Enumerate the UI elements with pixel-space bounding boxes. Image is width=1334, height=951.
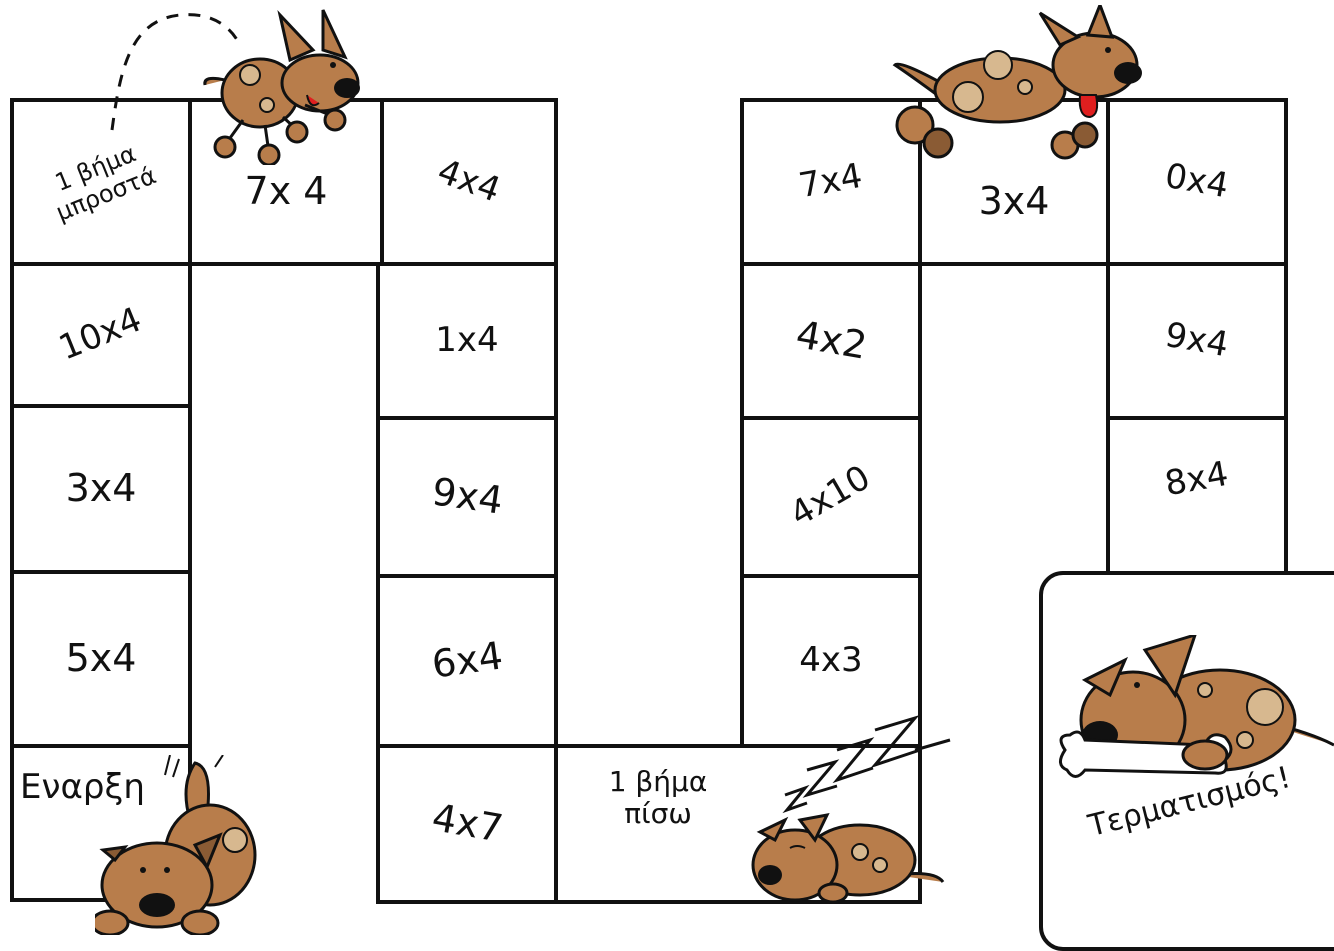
cell-label: 10x4: [53, 300, 148, 369]
cell-7x4-right[interactable]: 7x4: [740, 98, 922, 266]
cell-4x3[interactable]: 4x3: [740, 574, 922, 748]
cell-label: 4x4: [432, 151, 506, 212]
cell-label: 4x2: [792, 312, 870, 368]
cell-5x4[interactable]: 5x4: [10, 570, 192, 748]
cell-4x2[interactable]: 4x2: [740, 262, 922, 420]
cell-label: 6x4: [428, 633, 506, 687]
cell-4x7[interactable]: 4x7: [376, 744, 558, 904]
cell-label: Εναρξη: [20, 767, 145, 807]
cell-label: 8x4: [1162, 453, 1232, 505]
jump-trail-icon: [110, 13, 242, 131]
cell-label: 7x4: [796, 156, 866, 207]
sitting-dog-icon: [95, 755, 257, 935]
cell-label: 5x4: [65, 636, 137, 681]
cell-label: 3x4: [65, 466, 137, 511]
cell-4x4[interactable]: 4x4: [380, 98, 558, 266]
cell-label: 1 βήμα πίσω: [608, 765, 708, 831]
cell-9x4-mid[interactable]: 9x4: [376, 416, 558, 578]
cell-9x4-right[interactable]: 9x4: [1106, 262, 1288, 420]
cell-7x4-top[interactable]: 7x 4: [188, 98, 384, 266]
cell-1-step-forward[interactable]: 1 βήμα μπροστά: [10, 98, 192, 266]
cell-label: 4x3: [799, 640, 863, 681]
cell-start[interactable]: Εναρξη: [10, 744, 192, 902]
cell-6x4[interactable]: 6x4: [376, 574, 558, 748]
cell-label: 3x4: [978, 179, 1050, 224]
cell-label: 4x10: [783, 457, 878, 536]
cell-10x4[interactable]: 10x4: [10, 262, 192, 408]
cell-label: 0x4: [1162, 156, 1232, 207]
running-dog-icon: [892, 5, 1142, 160]
sleeping-dog-icon: [751, 715, 951, 904]
cell-label: 9x4: [428, 469, 506, 523]
cell-label: 1 βήμα μπροστά: [51, 139, 160, 227]
cell-4x10[interactable]: 4x10: [740, 416, 922, 578]
jumping-dog-icon: [203, 9, 360, 165]
cell-label: 7x 4: [244, 169, 328, 214]
cell-label: 4x7: [428, 795, 506, 851]
cell-8x4[interactable]: 8x4: [1106, 416, 1288, 578]
cell-3x4-left[interactable]: 3x4: [10, 404, 192, 574]
dog-with-bone-icon: [1059, 635, 1334, 778]
cell-1x4[interactable]: 1x4: [376, 262, 558, 420]
cell-label: 9x4: [1162, 315, 1232, 366]
cell-label: 1x4: [435, 320, 499, 361]
